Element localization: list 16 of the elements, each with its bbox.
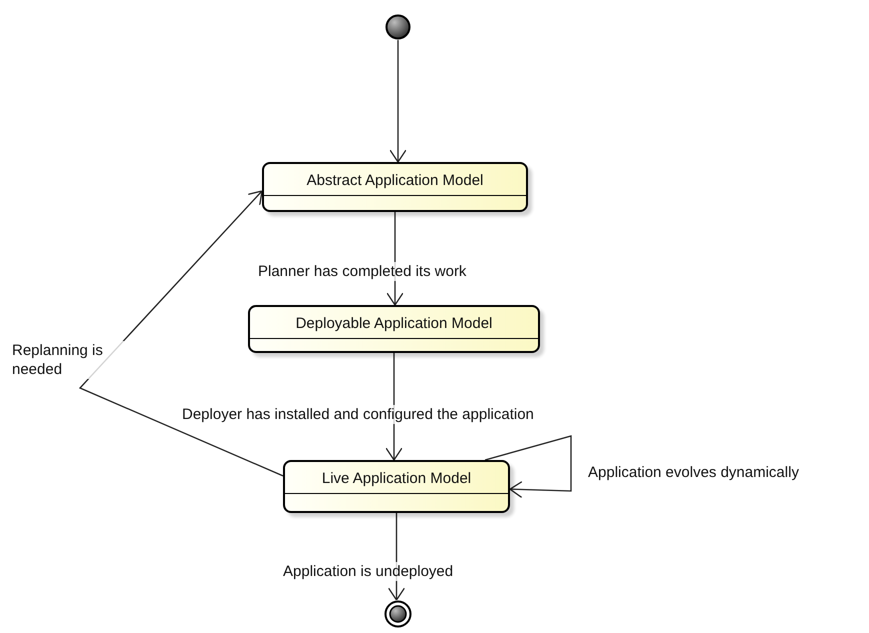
- state-box: [283, 460, 510, 513]
- edge-label: Application evolves dynamically: [588, 463, 799, 482]
- edge-label: Application is undeployed: [283, 562, 454, 581]
- state-box: [248, 305, 540, 353]
- transition-arrow: [389, 40, 407, 163]
- state-name: Live Application Model: [285, 462, 508, 494]
- edge-label: Planner has completed its work: [258, 262, 466, 281]
- edge-label: Replanning is needed: [12, 341, 124, 379]
- transition-arrow: [484, 435, 572, 498]
- transition-arrow: [78, 190, 284, 476]
- initial-state-circle: [385, 14, 411, 40]
- state-name: Abstract Application Model: [264, 164, 526, 196]
- final-state-circle: [384, 600, 412, 628]
- state-box: [262, 162, 528, 212]
- state-name: Deployable Application Model: [250, 307, 538, 339]
- edge-label: Deployer has installed and configured the application: [182, 405, 534, 424]
